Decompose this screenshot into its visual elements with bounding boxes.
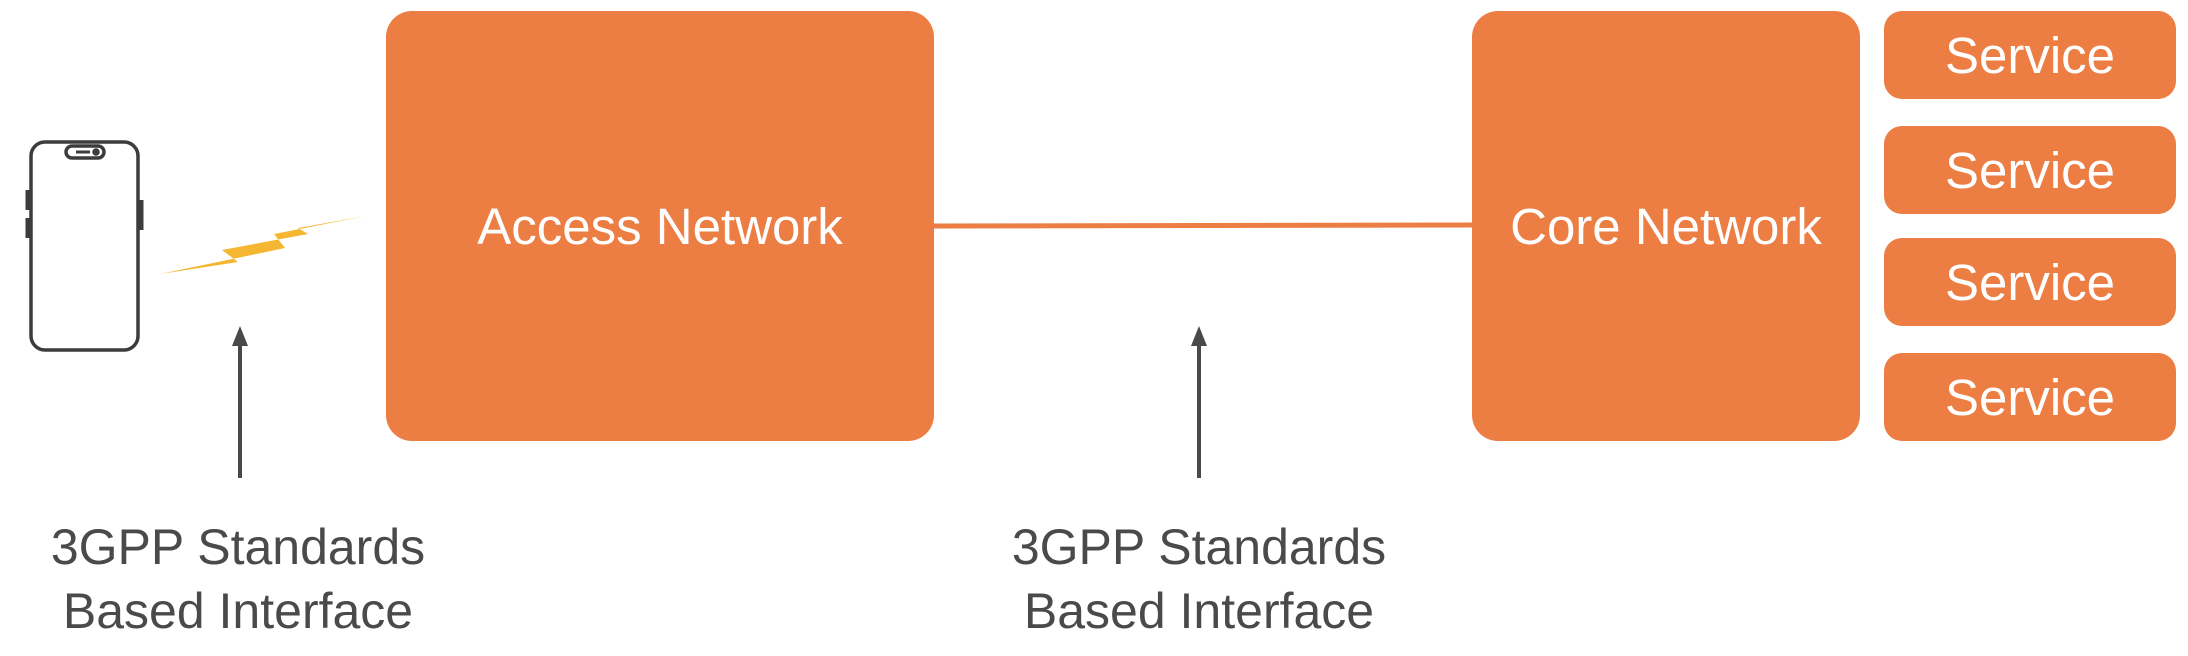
lightning-bolt-icon bbox=[160, 216, 366, 274]
interface-caption-middle: 3GPP Standards Based Interface bbox=[949, 515, 1449, 643]
access-network-box: Access Network bbox=[386, 11, 934, 441]
service-label: Service bbox=[1944, 26, 2116, 84]
service-box: Service bbox=[1884, 238, 2176, 326]
up-arrow-icon bbox=[1191, 326, 1207, 478]
service-label: Service bbox=[1944, 141, 2116, 199]
up-arrow-icon bbox=[232, 326, 248, 478]
caption-line: 3GPP Standards bbox=[50, 519, 426, 575]
interface-caption-left: 3GPP Standards Based Interface bbox=[0, 515, 488, 643]
service-box: Service bbox=[1884, 126, 2176, 214]
caption-line: Based Interface bbox=[1023, 583, 1375, 639]
core-network-box: Core Network bbox=[1472, 11, 1860, 441]
service-label: Service bbox=[1944, 368, 2116, 426]
caption-line: 3GPP Standards bbox=[1011, 519, 1387, 575]
caption-line: Based Interface bbox=[62, 583, 414, 639]
service-box: Service bbox=[1884, 353, 2176, 441]
service-box: Service bbox=[1884, 11, 2176, 99]
access-network-label: Access Network bbox=[477, 197, 843, 255]
core-network-label: Core Network bbox=[1510, 197, 1822, 255]
network-link-line bbox=[933, 222, 1473, 229]
smartphone-icon bbox=[25, 140, 144, 352]
service-label: Service bbox=[1944, 253, 2116, 311]
